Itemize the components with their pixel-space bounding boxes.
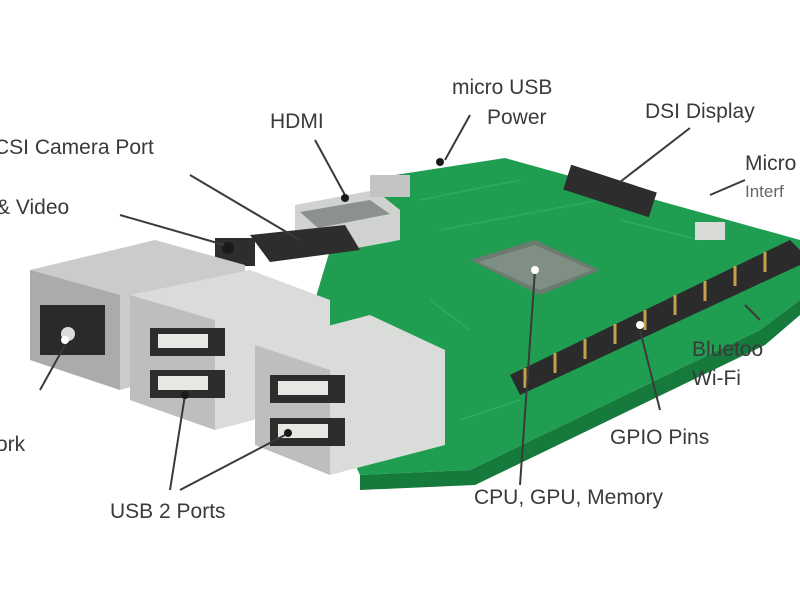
label-micro-usb: micro USB xyxy=(452,76,553,99)
micro-connector xyxy=(695,222,725,240)
label-interface: Interf xyxy=(745,182,784,201)
leader-lines xyxy=(39,114,761,491)
dsi-connector xyxy=(563,164,657,218)
csi-camera-connector xyxy=(250,225,360,262)
gpio-header xyxy=(510,240,800,395)
usb-block-2 xyxy=(255,315,445,475)
label-bluetooth: Bluetoo xyxy=(692,338,764,361)
label-hdmi: HDMI xyxy=(270,110,324,133)
label-csi-camera-port: CSI Camera Port xyxy=(0,136,154,159)
label-cpu-gpu-memory: CPU, GPU, Memory xyxy=(474,486,664,509)
label-usb-2-ports: USB 2 Ports xyxy=(110,500,226,523)
label-power: Power xyxy=(487,106,547,129)
label-audio-video: & Video xyxy=(0,196,70,219)
label-micro: Micro xyxy=(745,152,797,175)
label-network: ork xyxy=(0,433,26,456)
label-gpio-pins: GPIO Pins xyxy=(610,426,710,449)
micro-usb-port xyxy=(370,175,410,197)
leader-dots xyxy=(61,158,644,437)
label-dsi-display: DSI Display xyxy=(645,100,755,123)
label-wifi: Wi-Fi xyxy=(692,367,741,390)
